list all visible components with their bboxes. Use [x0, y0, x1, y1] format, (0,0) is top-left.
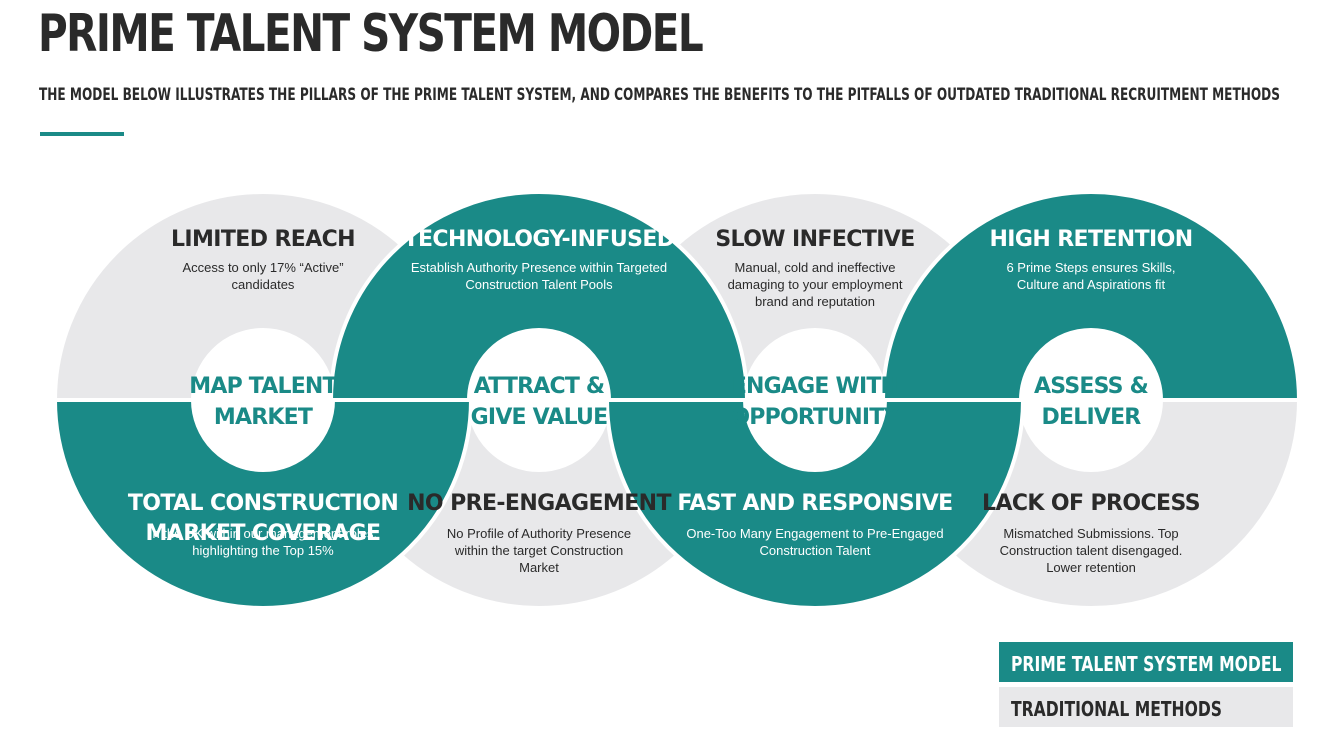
page-title: PRIME TALENT SYSTEM MODEL — [38, 4, 704, 64]
prime-ring-3 — [604, 398, 1026, 610]
pillar-4-prime-body-line: 6 Prime Steps ensures Skills, — [1006, 260, 1175, 275]
pillar-3-center-line: OPPORTUNITY — [731, 405, 900, 430]
pillar-2-traditional-heading: NO PRE-ENGAGEMENT — [407, 491, 671, 516]
pillar-3-prime-heading: FAST AND RESPONSIVE — [677, 491, 952, 516]
legend-item-prime: PRIME TALENT SYSTEM MODEL — [999, 642, 1293, 682]
pillar-1-prime-body-line: highlighting the Top 15% — [192, 543, 334, 558]
page-subtitle: THE MODEL BELOW ILLUSTRATES THE PILLARS … — [39, 85, 1280, 105]
pillar-4-traditional-heading-line: LACK OF PROCESS — [982, 491, 1200, 516]
pillar-1-prime-body-line: In the UK within our management roles, — [149, 526, 377, 541]
pillar-4-traditional-heading: LACK OF PROCESS — [982, 491, 1200, 516]
pillar-3-traditional-body: Manual, cold and ineffective damaging to … — [728, 260, 903, 309]
pillar-2-traditional-body-line: No Profile of Authority Presence — [447, 526, 631, 541]
pillar-4-prime-body: 6 Prime Steps ensures Skills, Culture and… — [1006, 260, 1175, 292]
pillar-1-traditional-body-line: candidates — [232, 277, 295, 292]
pillar-3-traditional-body-line: Manual, cold and ineffective — [735, 260, 896, 275]
pillar-3-center: ENGAGE WITH OPPORTUNITY — [731, 374, 900, 430]
accent-divider — [40, 132, 124, 136]
pillar-1-traditional-heading: LIMITED REACH — [171, 227, 355, 252]
legend-label: PRIME TALENT SYSTEM MODEL — [1011, 652, 1282, 676]
prime-ring-4 — [880, 190, 1302, 402]
pillar-2-prime-heading: TECHNOLOGY-INFUSED — [404, 227, 675, 252]
pillar-2-center-line: GIVE VALUE — [471, 405, 608, 430]
pillar-2-prime-body-line: Establish Authority Presence within Targ… — [411, 260, 667, 275]
pillar-1-prime-body: In the UK within our management roles, hi… — [149, 526, 377, 558]
pillar-4-prime-heading: HIGH RETENTION — [989, 227, 1192, 252]
pillar-2-prime-body: Establish Authority Presence within Targ… — [411, 260, 667, 292]
pillar-4-center: ASSESS & DELIVER — [1034, 374, 1149, 430]
pillar-2-center: ATTRACT & GIVE VALUE — [471, 374, 608, 430]
pillar-1-prime-heading-line: TOTAL CONSTRUCTION — [128, 491, 398, 516]
pillar-4-traditional-body-line: Lower retention — [1046, 560, 1136, 575]
pillar-3-center-line: ENGAGE WITH — [732, 374, 898, 399]
pillar-3-prime-heading-line: FAST AND RESPONSIVE — [677, 491, 952, 516]
legend-label: TRADITIONAL METHODS — [1011, 697, 1223, 721]
pillar-1-traditional-heading-line: LIMITED REACH — [171, 227, 355, 252]
pillar-4-prime-heading-line: HIGH RETENTION — [989, 227, 1192, 252]
prime-ring-1 — [52, 398, 474, 610]
pillar-2-traditional-heading-line: NO PRE-ENGAGEMENT — [407, 491, 671, 516]
pillar-2-center-line: ATTRACT & — [474, 374, 605, 399]
pillar-2-traditional-body-line: Market — [519, 560, 559, 575]
pillar-3-traditional-heading-line: SLOW INFECTIVE — [715, 227, 914, 252]
pillar-2-prime-body-line: Construction Talent Pools — [465, 277, 613, 292]
pillar-1-center: MAP TALENT MARKET — [189, 374, 337, 430]
pillar-4-traditional-body-line: Construction talent disengaged. — [1000, 543, 1183, 558]
pillar-1-traditional-body: Access to only 17% “Active” candidates — [182, 260, 343, 292]
pillar-2-traditional-body: No Profile of Authority Presence within t… — [447, 526, 631, 575]
pillar-4-prime-body-line: Culture and Aspirations fit — [1017, 277, 1166, 292]
pillar-3-prime-body-line: Construction Talent — [759, 543, 870, 558]
pillar-1-center-line: MARKET — [214, 405, 313, 430]
pillar-1-center-line: MAP TALENT — [189, 374, 337, 399]
pillar-4-center-line: DELIVER — [1042, 405, 1142, 430]
pillar-3-traditional-body-line: damaging to your employment — [728, 277, 903, 292]
pillar-4-center-line: ASSESS & — [1034, 374, 1149, 399]
prime-ring-2 — [328, 190, 750, 402]
pillar-2-traditional-body-line: within the target Construction — [454, 543, 623, 558]
pillar-4-traditional-body-line: Mismatched Submissions. Top — [1003, 526, 1178, 541]
pillar-3-traditional-body-line: brand and reputation — [755, 294, 875, 309]
legend-item-traditional: TRADITIONAL METHODS — [999, 687, 1293, 727]
pillar-2-prime-heading-line: TECHNOLOGY-INFUSED — [404, 227, 675, 252]
pillar-3-traditional-heading: SLOW INFECTIVE — [715, 227, 914, 252]
pillar-1-traditional-body-line: Access to only 17% “Active” — [182, 260, 343, 275]
pillar-1-prime-heading-line: MARKET COVERAGE — [146, 521, 381, 546]
pillar-3-prime-body-line: One-Too Many Engagement to Pre-Engaged — [686, 526, 943, 541]
pillar-1-prime-heading: TOTAL CONSTRUCTION MARKET COVERAGE — [128, 491, 398, 546]
